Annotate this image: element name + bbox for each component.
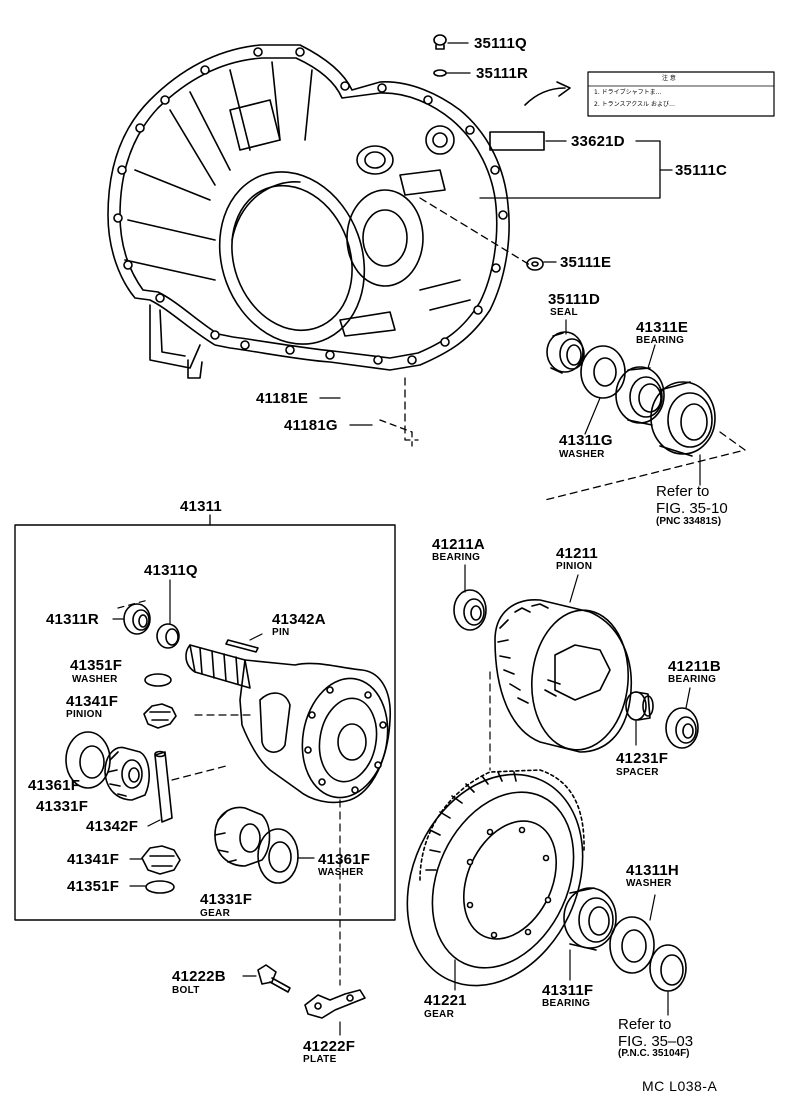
sublabel-pin: PIN	[272, 627, 290, 638]
ref-fig-35-10-line1: Refer to	[656, 483, 710, 500]
label-33621d: 33621D	[571, 133, 625, 150]
bearing-41311r	[123, 603, 151, 635]
bearing-41311q	[156, 623, 180, 649]
label-41221: 41221	[424, 992, 467, 1009]
sublabel-bearing-211b: BEARING	[668, 674, 717, 685]
label-41341f-lower: 41341F	[67, 851, 120, 868]
bolt-35111q	[433, 34, 447, 50]
washer-41351f-upper	[144, 673, 172, 687]
label-41351f-upper: 41351F	[70, 657, 123, 674]
sublabel-pinion-211: PINION	[556, 561, 593, 572]
plug-35111e	[526, 257, 544, 271]
ref-fig-35-03-line2: FIG. 35–03	[618, 1033, 694, 1050]
label-41361f-left: 41361F	[28, 777, 81, 794]
differential-case	[185, 644, 391, 804]
ref-fig-35-10-line2: FIG. 35-10	[656, 500, 728, 517]
sublabel-washer-g: WASHER	[559, 449, 605, 460]
label-35111c: 35111C	[675, 162, 728, 179]
plate-41222f	[304, 989, 366, 1019]
sublabel-plate: PLATE	[303, 1054, 337, 1065]
pinion-41341f-upper	[143, 703, 177, 729]
bearing-41211b	[665, 707, 699, 749]
pin-41342a	[225, 639, 259, 653]
label-41361f-right: 41361F	[318, 851, 371, 868]
differential-case-box	[14, 514, 396, 921]
bearing-race	[650, 381, 716, 457]
sublabel-gear-331: GEAR	[200, 908, 231, 919]
label-41331f-left: 41331F	[36, 798, 89, 815]
label-41181e: 41181E	[256, 390, 309, 407]
footer-drawing-code: MC L038-A	[642, 1078, 718, 1094]
washer-41311g	[580, 345, 626, 399]
label-41311e: 41311E	[636, 319, 689, 336]
pinion-41341f-lower	[141, 845, 181, 875]
washer-41361f-right	[257, 828, 299, 884]
bearing-41211a	[453, 589, 487, 631]
label-41331f-lower: 41331F	[200, 891, 253, 908]
pinion-41211	[494, 599, 632, 753]
sublabel-pinion-341: PINION	[66, 709, 103, 720]
ref-fig-35-03-pnc: (P.N.C. 35104F)	[618, 1048, 690, 1059]
shaft-41342f	[154, 750, 173, 823]
sublabel-washer-h: WASHER	[626, 878, 672, 889]
bearing-race-lower	[649, 944, 687, 992]
label-41341f-upper: 41341F	[66, 693, 119, 710]
label-35111d: 35111D	[548, 291, 601, 308]
sublabel-bolt: BOLT	[172, 985, 200, 996]
sublabel-gear-221: GEAR	[424, 1009, 455, 1020]
ref-fig-35-03-line1: Refer to	[618, 1016, 672, 1033]
label-41311g: 41311G	[559, 432, 613, 449]
label-41181g: 41181G	[284, 417, 338, 434]
o-ring-35111r	[433, 69, 447, 77]
label-41351f-lower: 41351F	[67, 878, 120, 895]
caution-label-line1: 1. ドライブシャフトま…	[594, 89, 662, 96]
sublabel-seal: SEAL	[550, 307, 578, 318]
label-41211b: 41211B	[668, 658, 721, 675]
gear-41331f-left	[104, 746, 150, 801]
washer-41311h	[609, 916, 655, 974]
label-41311h: 41311H	[626, 862, 679, 879]
gear-41331f-lower	[214, 806, 271, 867]
label-41222f: 41222F	[303, 1038, 356, 1055]
label-41211a: 41211A	[432, 536, 485, 553]
label-41222b: 41222B	[172, 968, 226, 985]
label-35111q: 35111Q	[474, 35, 527, 52]
label-41342a: 41342A	[272, 611, 326, 628]
transaxle-housing	[107, 44, 510, 379]
ref-fig-35-10-pnc: (PNC 33481S)	[656, 516, 722, 527]
label-41311: 41311	[180, 498, 222, 515]
washer-41351f-lower	[145, 880, 175, 894]
label-41311r: 41311R	[46, 611, 99, 628]
label-35111e: 35111E	[560, 254, 612, 271]
sublabel-washer-351: WASHER	[72, 674, 118, 685]
bolt-41222b	[257, 964, 291, 993]
seal-35111d	[546, 331, 585, 374]
label-41311f: 41311F	[542, 982, 594, 999]
caution-label-plate	[489, 71, 775, 151]
sublabel-bearing-211a: BEARING	[432, 552, 481, 563]
label-41311q: 41311Q	[144, 562, 198, 579]
ring-gear-41221	[406, 769, 585, 987]
label-41211: 41211	[556, 545, 598, 562]
sublabel-bearing-f: BEARING	[542, 998, 591, 1009]
housing-leaders	[319, 42, 673, 447]
caution-label-title: 注 意	[662, 75, 676, 82]
bearing-41311e	[615, 366, 665, 426]
sublabel-spacer: SPACER	[616, 767, 659, 778]
caution-label-line2: 2. トランスアクスル および…	[594, 101, 675, 108]
sublabel-washer-361: WASHER	[318, 867, 364, 878]
bearing-41311f	[563, 887, 617, 951]
label-41231f: 41231F	[616, 750, 669, 767]
label-35111r: 35111R	[476, 65, 529, 82]
sublabel-bearing-e: BEARING	[636, 335, 685, 346]
label-41342f: 41342F	[86, 818, 139, 835]
